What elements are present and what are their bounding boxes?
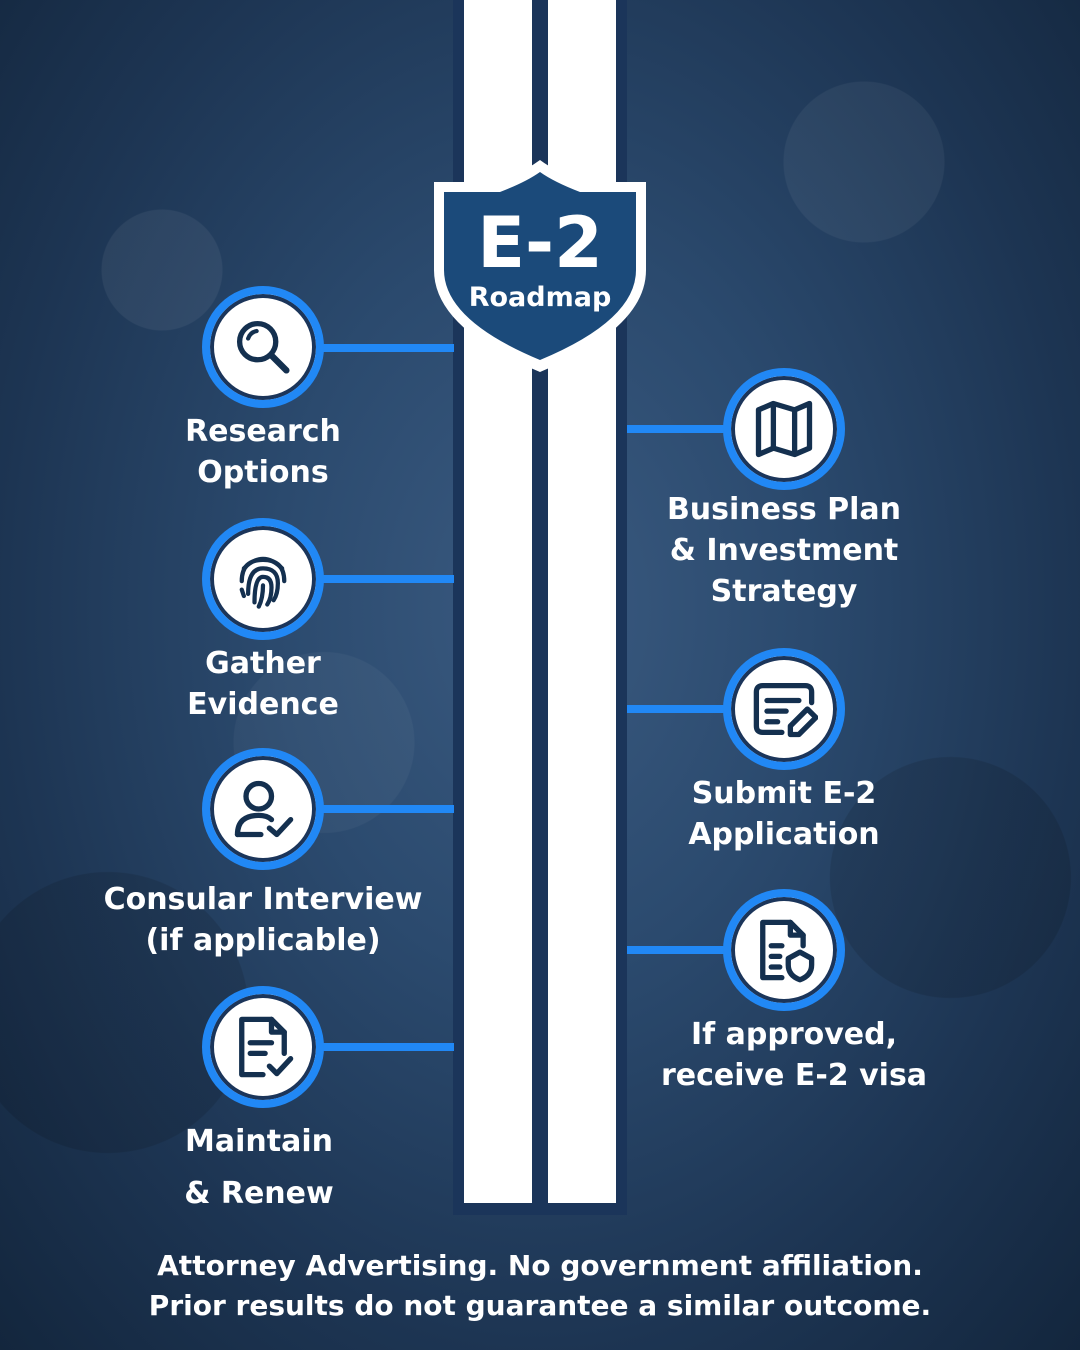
road-dash	[532, 896, 548, 958]
label-research: Research Options	[185, 414, 341, 490]
connector-submit	[627, 705, 727, 713]
road-dash	[532, 716, 548, 778]
node-research	[202, 286, 324, 408]
disclaimer-line-2: Prior results do not guarantee a similar…	[148, 1289, 932, 1322]
label-maintain: Maintain & Renew	[184, 1124, 334, 1211]
node-business-plan	[723, 368, 845, 490]
connector-research	[320, 344, 454, 352]
connector-gather	[320, 575, 454, 583]
node-maintain	[202, 986, 324, 1108]
roadmap-subtitle: Roadmap	[468, 282, 612, 313]
shield-badge	[434, 160, 646, 372]
magnifier-icon	[236, 320, 290, 374]
user-check-icon	[234, 780, 294, 838]
form-edit-icon	[753, 682, 818, 738]
road-dash	[532, 0, 548, 58]
node-interview	[202, 748, 324, 870]
map-icon	[755, 400, 813, 458]
node-submit	[723, 648, 845, 770]
label-business-plan: Business Plan & Investment Strategy	[666, 492, 902, 609]
connector-interview	[320, 805, 454, 813]
label-submit: Submit E-2 Application	[688, 776, 880, 852]
label-gather: Gather Evidence	[187, 646, 339, 722]
road-dash	[532, 452, 548, 516]
connector-approved	[627, 946, 727, 954]
road-dash	[532, 1073, 548, 1131]
road-dash	[532, 540, 548, 602]
label-approved: If approved, receive E-2 visa	[660, 1017, 928, 1093]
connector-maintain	[320, 1043, 454, 1051]
road-dash	[532, 628, 548, 690]
label-interview: Consular Interview (if applicable)	[103, 882, 423, 958]
connector-business-plan	[627, 425, 727, 433]
node-gather	[202, 518, 324, 640]
document-shield-icon	[760, 919, 815, 983]
road-dash	[532, 985, 548, 1047]
road-dash	[532, 380, 548, 420]
document-check-icon	[239, 1016, 294, 1078]
fingerprint-icon	[239, 556, 287, 609]
road-dash	[532, 806, 548, 868]
road-dash	[532, 90, 548, 168]
disclaimer-line-1: Attorney Advertising. No government affi…	[157, 1249, 923, 1282]
node-approved	[723, 889, 845, 1011]
roadmap-title: E-2	[477, 202, 603, 284]
